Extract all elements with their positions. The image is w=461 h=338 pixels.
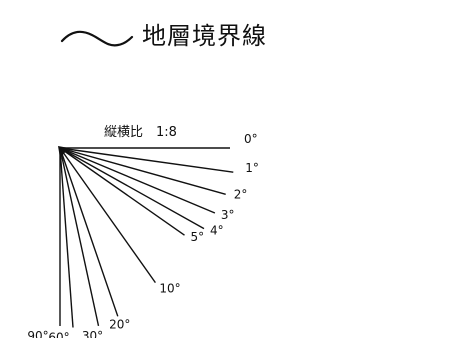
dip-angle-label: 20° (109, 317, 130, 331)
dip-line (59, 147, 185, 236)
dip-angle-label: 30° (82, 329, 103, 338)
dip-angle-label: 5° (191, 230, 205, 244)
dip-angle-label: 3° (221, 208, 235, 222)
dip-angle-label: 1° (245, 161, 259, 175)
dip-angle-label: 2° (234, 187, 248, 201)
boundary-line-label: 地層境界線 (142, 22, 267, 50)
dip-line (59, 147, 205, 230)
dip-angle-label: 0° (244, 132, 258, 146)
dip-angle-label: 10° (159, 282, 180, 296)
dip-line (59, 147, 74, 328)
dip-angle-label: 90° (27, 329, 48, 338)
aspect-ratio-label: 縦横比 1:8 (104, 125, 177, 140)
wavy-line-icon (60, 30, 134, 47)
dip-line-fan: 0° 1° 2° 3° 4° 5° 10° 20° 30° 60°90° (27, 132, 259, 338)
dip-line (59, 147, 119, 317)
dip-line (59, 147, 156, 284)
dip-line (59, 147, 234, 173)
dip-line (59, 147, 226, 195)
dip-angle-label: 60° (48, 331, 69, 338)
dip-line (59, 147, 100, 327)
dip-angle-label: 4° (210, 224, 224, 238)
dip-line (59, 147, 216, 214)
